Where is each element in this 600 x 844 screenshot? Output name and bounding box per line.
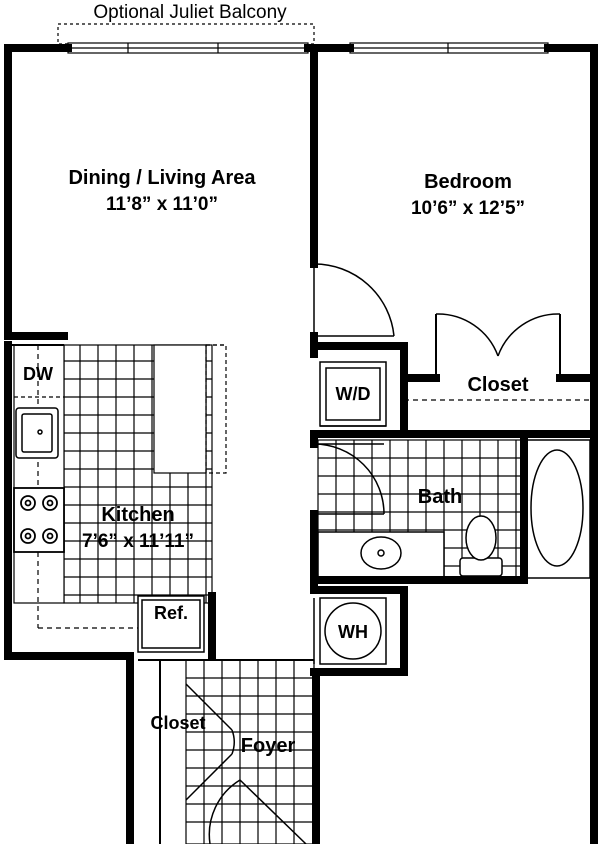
juliet-balcony [57, 23, 315, 45]
living-room-name: Dining / Living Area [68, 167, 256, 189]
living-room-dims: 11’8” x 11’0” [106, 194, 218, 215]
water-heater [319, 597, 387, 665]
toilet [459, 515, 503, 577]
vanity [317, 531, 445, 579]
washer-dryer [319, 361, 387, 427]
walls [4, 44, 598, 844]
foyer-name: Foyer [241, 735, 296, 757]
kitchen-counters [13, 344, 227, 629]
bath-name: Bath [418, 486, 462, 508]
bedroom-name: Bedroom [424, 171, 512, 193]
partitions [12, 314, 561, 844]
entry-closet-name: Closet [150, 713, 205, 733]
dishwasher-label: DW [23, 364, 53, 384]
kitchen-sink [15, 407, 59, 459]
kitchen-dims: 7’6” x 11’11” [82, 531, 194, 552]
balcony-label: Optional Juliet Balcony [93, 2, 287, 23]
kitchen-name: Kitchen [101, 504, 174, 526]
door-swings [185, 263, 561, 844]
bedroom-dims: 10’6” x 12’5” [411, 198, 525, 219]
water-heater-label: WH [338, 622, 368, 642]
washer-dryer-label: W/D [336, 384, 371, 404]
stove [13, 487, 65, 553]
bathtub [523, 439, 591, 579]
refrigerator [137, 595, 205, 653]
bedroom-closet-name: Closet [467, 374, 528, 396]
refrigerator-label: Ref. [154, 603, 188, 623]
